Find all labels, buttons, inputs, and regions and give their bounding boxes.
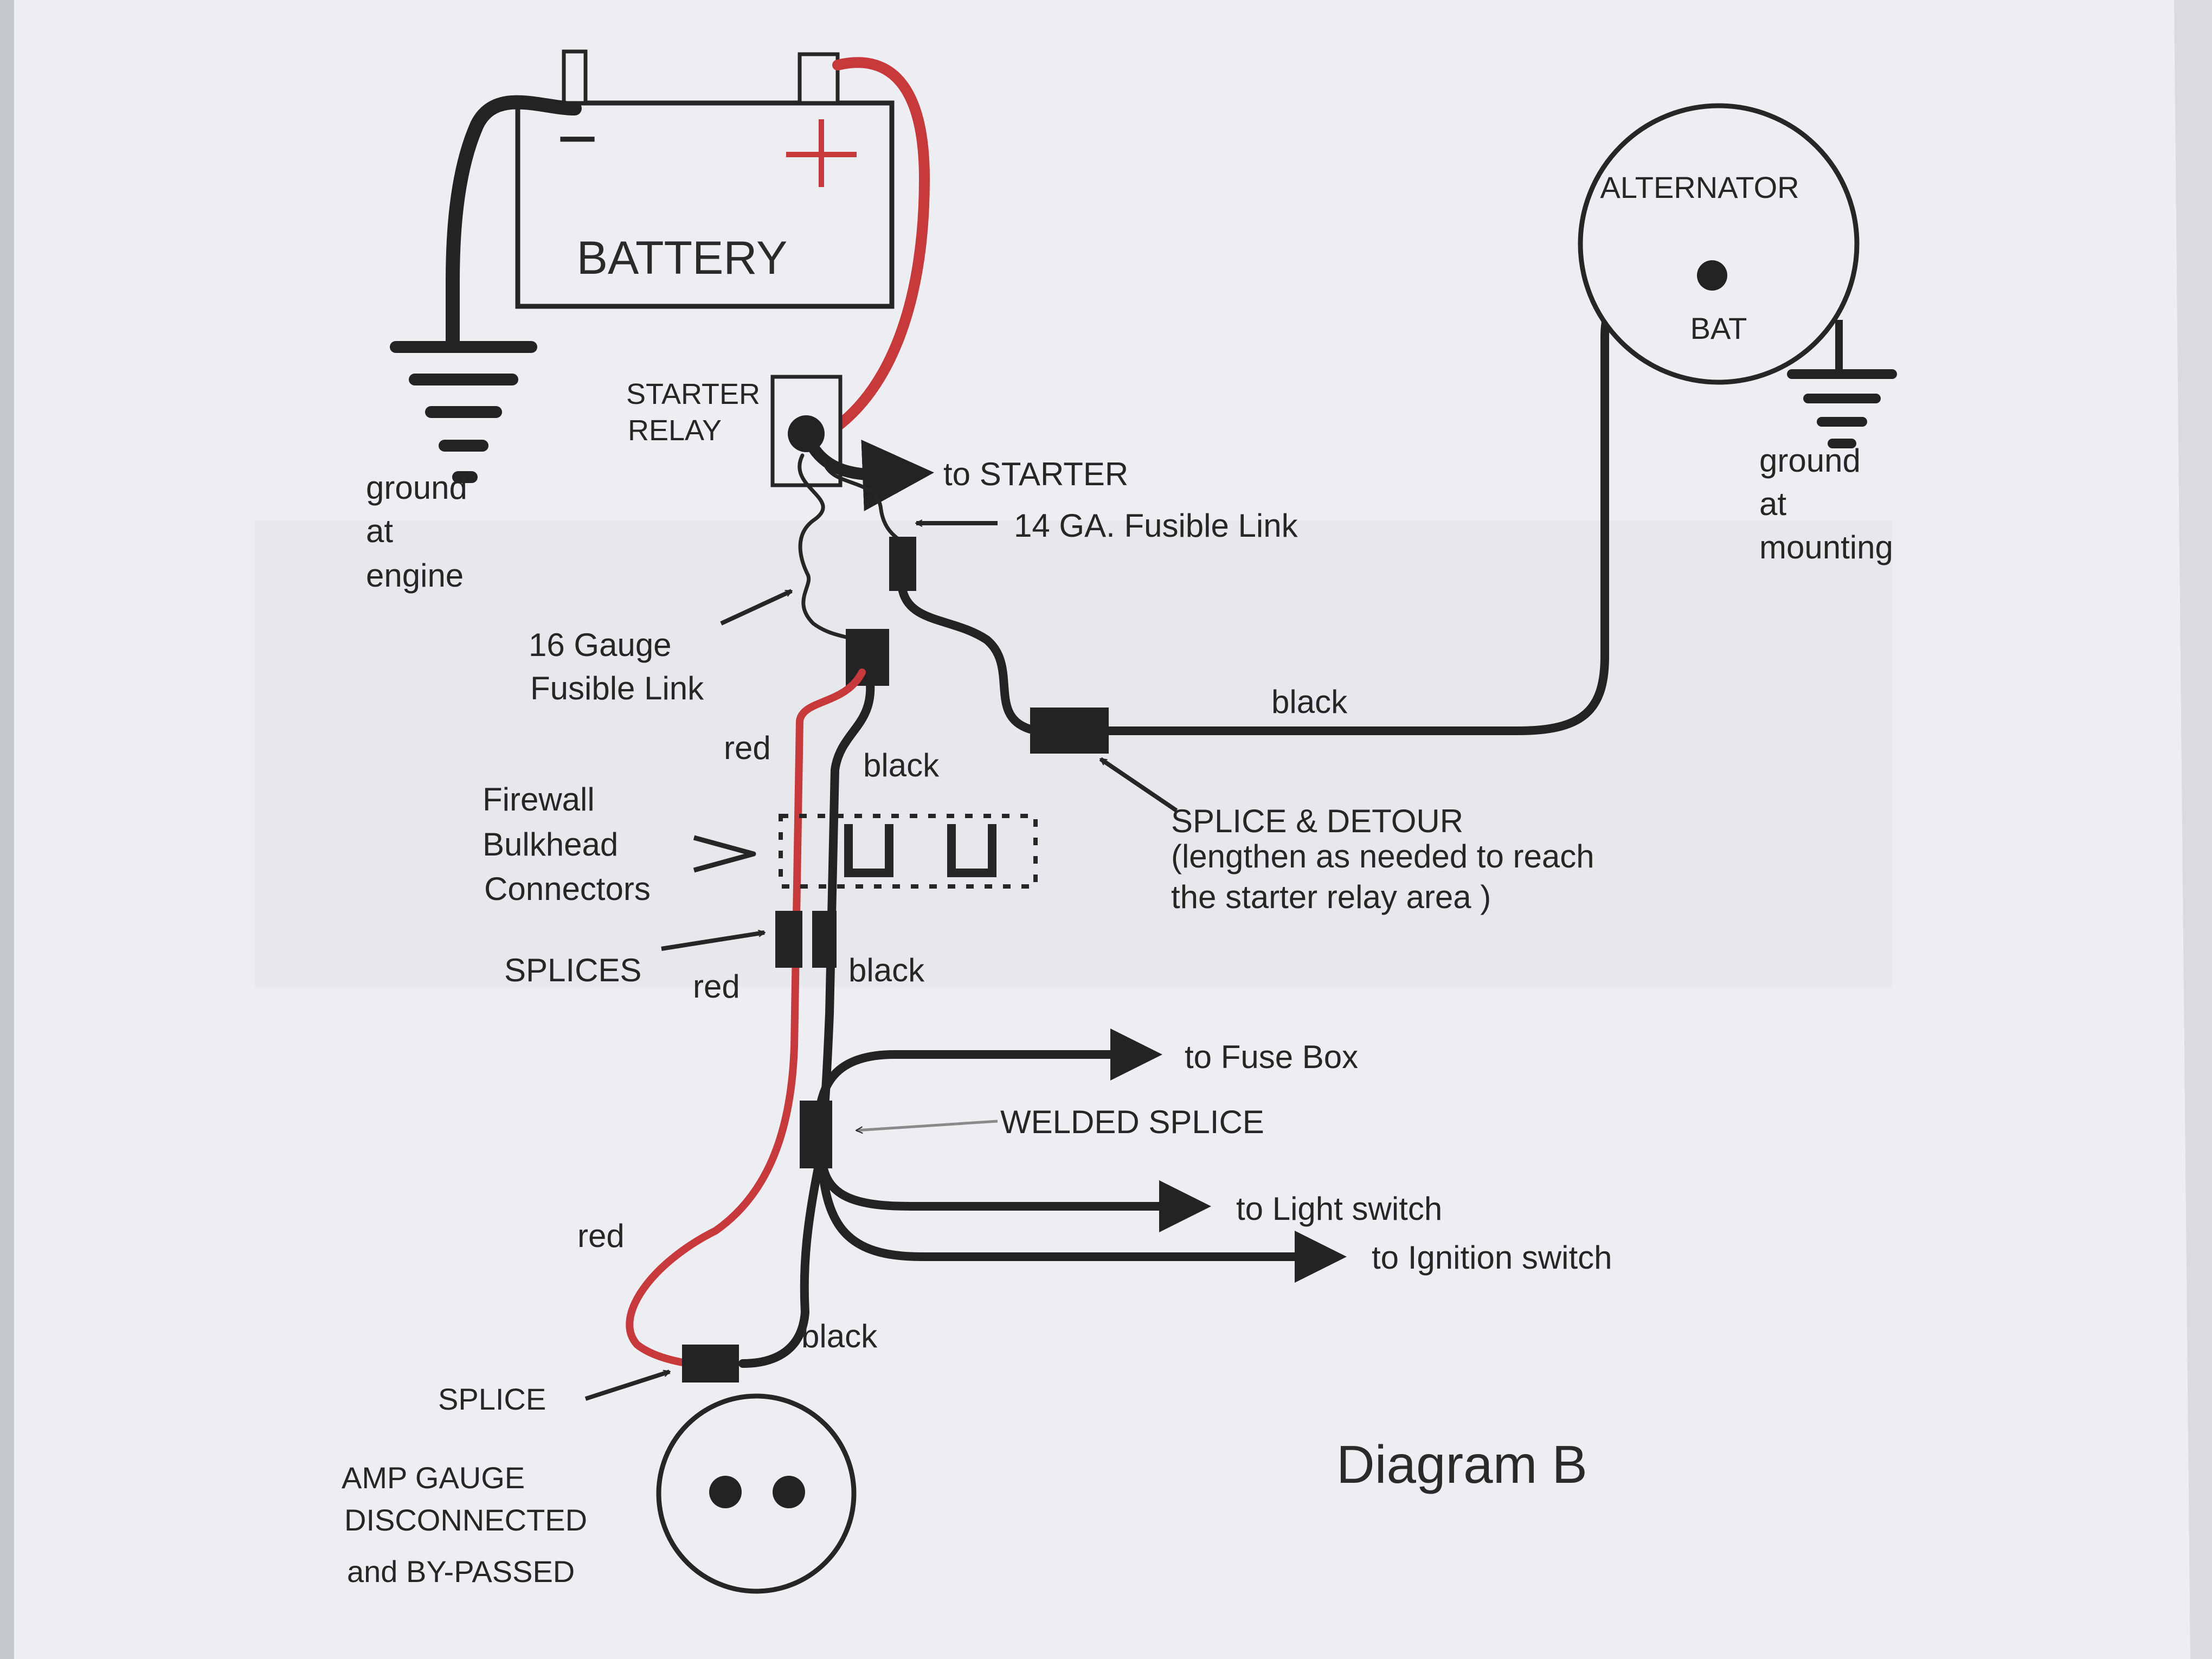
branch-ignition-switch: [817, 1156, 1347, 1283]
firewall-line3: Connectors: [484, 871, 651, 907]
positive-cable: [821, 57, 930, 439]
ground-mounting-line1: ground: [1759, 442, 1861, 479]
red-main-wire: [626, 668, 866, 1367]
splice-arrow: [584, 1369, 670, 1401]
bulkhead-outline: [779, 814, 1038, 889]
amp-gauge-terminal-2: [773, 1476, 805, 1508]
alternator-bat-terminal: [1697, 260, 1727, 291]
connector-14: [889, 537, 916, 591]
ground-mounting-symbol: [1787, 320, 1897, 448]
positive-post: [798, 52, 840, 105]
welded-splice-label: WELDED SPLICE: [1000, 1104, 1264, 1140]
to-light-switch-label: to Light switch: [1236, 1191, 1442, 1227]
negative-post: [562, 49, 588, 105]
ground-engine-line2: at: [366, 513, 393, 549]
firewall-chevron: [693, 835, 756, 873]
photo-left-edge: [0, 0, 14, 1659]
bulkhead-pin-2: [947, 824, 996, 877]
splice-detour-line3: the starter relay area ): [1171, 879, 1491, 915]
amp-splice-block: [682, 1345, 739, 1382]
firewall-line1: Firewall: [483, 781, 595, 818]
splice-detour-arrow: [1101, 757, 1178, 813]
ground-mounting-line3: mounting: [1759, 529, 1893, 565]
amp-gauge-line3: and BY-PASSED: [347, 1554, 575, 1589]
amp-gauge-terminal-1: [709, 1476, 742, 1508]
ground-engine-line1: ground: [366, 470, 467, 506]
firewall-line2: Bulkhead: [483, 826, 618, 863]
alternator-body: [1578, 103, 1860, 385]
negative-cable: [446, 95, 582, 349]
detour-splice: [1030, 708, 1109, 754]
welded-splice-block: [800, 1101, 832, 1168]
black-lower-label: black: [801, 1318, 878, 1354]
splice-red: [775, 911, 802, 968]
to-fuse-box-label: to Fuse Box: [1185, 1039, 1358, 1075]
ground-mounting-line2: at: [1759, 486, 1786, 522]
splices-label: SPLICES: [504, 952, 641, 988]
to-ignition-switch-label: to Ignition switch: [1372, 1239, 1612, 1276]
fusible-16-line2: Fusible Link: [530, 670, 704, 706]
splice-black: [812, 911, 837, 968]
amp-gauge: [656, 1393, 857, 1594]
battery: − BATTERY: [515, 49, 895, 309]
starter-relay-line2: RELAY: [628, 414, 722, 447]
splice-label: SPLICE: [438, 1382, 546, 1416]
fusible-14-label: 14 GA. Fusible Link: [1014, 507, 1298, 544]
red-lower-label: red: [577, 1218, 625, 1254]
black-upper-label: black: [863, 747, 940, 783]
battery-body: [515, 100, 895, 309]
alternator-bat-label: BAT: [1690, 311, 1747, 345]
amp-gauge-line1: AMP GAUGE: [342, 1461, 525, 1495]
splices-arrow: [661, 933, 764, 951]
splice-detour-line2: (lengthen as needed to reach: [1171, 838, 1594, 874]
fusible-16-line1: 16 Gauge: [529, 627, 672, 663]
firewall-bulkhead: [779, 814, 1038, 889]
starter-relay-line1: STARTER: [626, 378, 760, 410]
red-upper-label: red: [724, 730, 771, 766]
bulkhead-pin-1: [844, 824, 893, 877]
black-mid-label: black: [848, 952, 925, 988]
alternator-label: ALTERNATOR: [1600, 170, 1799, 204]
fusible-16-arrow: [720, 589, 792, 626]
fusible-link-14: [822, 459, 905, 544]
diagram-title: Diagram B: [1336, 1435, 1587, 1494]
to-starter-label: to STARTER: [943, 456, 1128, 492]
amp-gauge-body: [656, 1393, 857, 1594]
starter-cable: [800, 428, 934, 511]
alternator: ALTERNATOR BAT: [1578, 103, 1860, 385]
detour-wire: [898, 587, 1072, 735]
fusible-link-16: [798, 453, 870, 650]
welded-splice-pointer: [857, 1120, 998, 1130]
battery-label: BATTERY: [577, 232, 788, 284]
ground-engine-line3: engine: [366, 557, 464, 594]
splice-detour-line1: SPLICE & DETOUR: [1171, 803, 1463, 839]
positive-symbol: [786, 119, 857, 187]
black-alt-label: black: [1271, 684, 1348, 720]
red-mid-label: red: [693, 968, 740, 1005]
connector-16: [846, 629, 889, 686]
amp-gauge-line2: DISCONNECTED: [344, 1503, 587, 1537]
ground-engine-symbol: [390, 341, 537, 483]
